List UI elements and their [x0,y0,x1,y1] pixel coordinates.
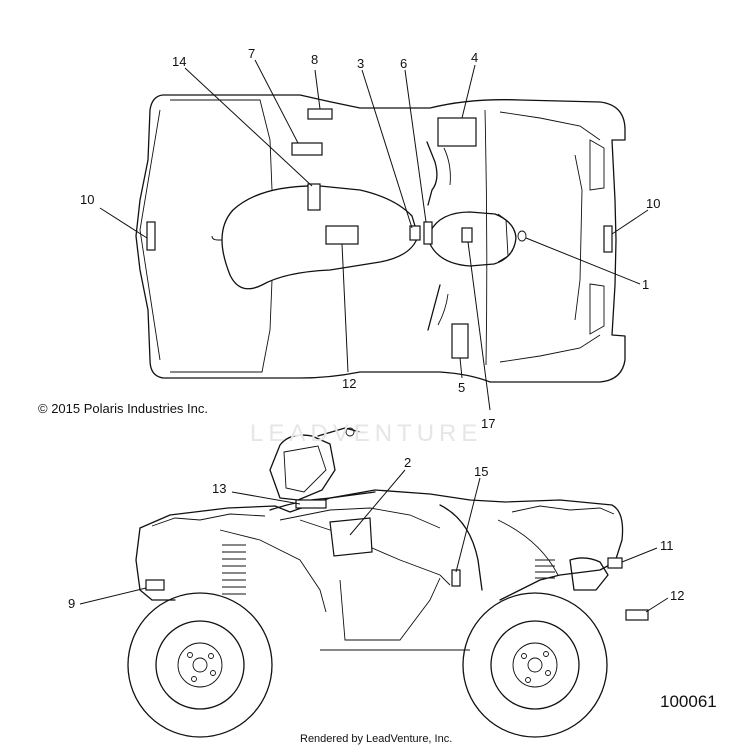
decal-4 [437,117,477,147]
callout-4: 4 [471,50,478,65]
decal-11 [607,557,623,569]
decal-8 [307,108,333,120]
callout-14: 13 [212,481,226,496]
callout-9: 9 [68,596,75,611]
callout-3: 3 [357,56,364,71]
callout-10-rear: 10 [80,192,94,207]
decal-16 [451,569,461,587]
callout-17: 17 [481,416,495,431]
callout-10-front: 10 [646,196,660,211]
decal-6 [423,221,433,245]
decal-7 [291,142,323,156]
callout-8: 8 [311,52,318,67]
callout-5: 5 [458,380,465,395]
decal-17 [461,227,473,243]
decal-3 [409,225,421,241]
decal-10-front [603,225,613,253]
decal-5 [451,323,469,359]
atv-top-view [135,94,626,383]
decal-10-rear [146,221,156,251]
decal-13 [325,225,359,245]
decal-15 [307,183,321,211]
decal-12 [625,609,649,621]
callout-12: 12 [670,588,684,603]
decal-2 [329,517,373,557]
decal-14 [295,499,327,509]
callout-16: 15 [474,464,488,479]
callout-11: 11 [660,538,674,553]
callout-6: 6 [400,56,407,71]
copyright-text: © 2015 Polaris Industries Inc. [38,401,208,416]
callout-13: 12 [342,376,356,391]
callout-2: 2 [404,455,411,470]
part-number: 100061 [660,692,717,711]
atv-side-view [127,427,649,738]
callout-labels: 8 7 14 3 6 4 10 10 1 12 5 17 2 13 15 11 … [68,46,684,611]
decal-9 [145,579,165,591]
callout-7: 7 [248,46,255,61]
rendered-by-text: Rendered by LeadVenture, Inc. [300,733,453,745]
callout-1: 1 [642,277,649,292]
watermark: LEADVENTURE [250,420,483,447]
callout-15: 14 [172,54,186,69]
leader-lines [79,59,669,613]
